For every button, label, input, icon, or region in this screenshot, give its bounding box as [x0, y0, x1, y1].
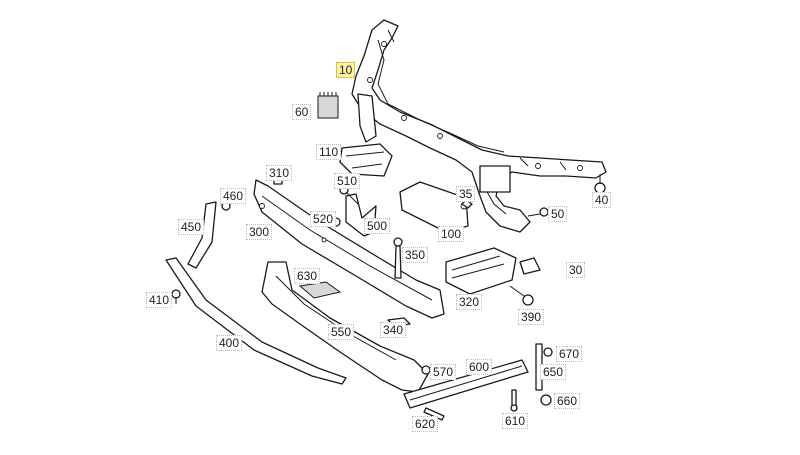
part-620-bolt[interactable]	[423, 407, 445, 421]
part-30-clamp[interactable]	[519, 257, 541, 275]
part-60-sensor[interactable]	[317, 92, 339, 119]
callout-30[interactable]: 30	[566, 262, 586, 278]
part-570-bolt[interactable]	[421, 365, 431, 375]
callout-620[interactable]: 620	[412, 416, 439, 432]
callout-510[interactable]: 510	[334, 173, 361, 189]
callout-310[interactable]: 310	[266, 165, 293, 181]
callout-500[interactable]: 500	[364, 218, 391, 234]
callout-10[interactable]: 10	[336, 62, 356, 78]
callout-600[interactable]: 600	[466, 359, 493, 375]
part-390-bolt[interactable]	[509, 285, 534, 306]
callout-300[interactable]: 300	[246, 224, 273, 240]
part-320-bracket[interactable]	[445, 247, 517, 295]
callout-520[interactable]: 520	[310, 211, 337, 227]
callout-50[interactable]: 50	[548, 206, 568, 222]
callout-610[interactable]: 610	[502, 413, 529, 429]
part-670-nut[interactable]	[543, 347, 553, 357]
part-610-bolt[interactable]	[510, 389, 518, 412]
part-10-front-carrier[interactable]	[351, 19, 607, 233]
callout-110[interactable]: 110	[316, 144, 342, 160]
callout-60[interactable]: 60	[292, 104, 312, 120]
callout-450[interactable]: 450	[178, 219, 205, 235]
callout-320[interactable]: 320	[456, 294, 483, 310]
part-450-side-bracket[interactable]	[187, 201, 217, 269]
part-410-bolt[interactable]	[171, 289, 181, 304]
callout-100[interactable]: 100	[438, 226, 465, 242]
callout-660[interactable]: 660	[554, 393, 581, 409]
callout-670[interactable]: 670	[556, 346, 583, 362]
part-50-bolt[interactable]	[527, 207, 549, 217]
callout-410[interactable]: 410	[146, 292, 173, 308]
callout-35[interactable]: 35	[456, 186, 476, 202]
part-300-bumper-beam[interactable]	[253, 179, 445, 319]
callout-570[interactable]: 570	[430, 364, 457, 380]
part-350-bolt[interactable]	[393, 237, 403, 279]
callout-390[interactable]: 390	[518, 309, 545, 325]
callout-350[interactable]: 350	[402, 247, 429, 263]
callout-340[interactable]: 340	[380, 322, 407, 338]
callout-550[interactable]: 550	[328, 324, 355, 340]
callout-650[interactable]: 650	[540, 364, 567, 380]
part-630-block[interactable]	[298, 281, 342, 299]
callout-630[interactable]: 630	[294, 268, 321, 284]
part-660-nut[interactable]	[540, 394, 552, 406]
callout-40[interactable]: 40	[592, 192, 612, 208]
part-110-air-duct[interactable]	[339, 143, 393, 177]
callout-460[interactable]: 460	[220, 188, 247, 204]
callout-400[interactable]: 400	[216, 335, 243, 351]
part-35-bolt[interactable]	[461, 199, 473, 209]
